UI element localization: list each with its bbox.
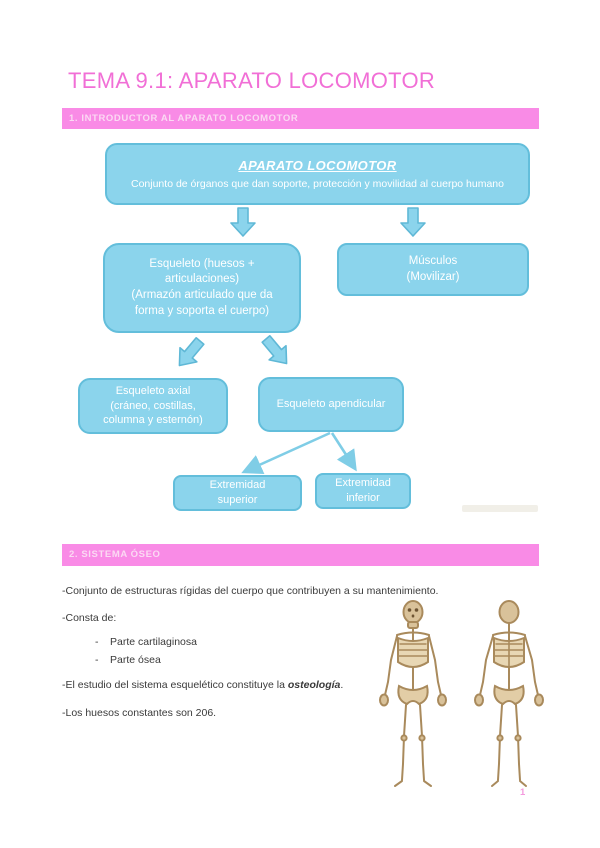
paragraph-mantenimiento: -Conjunto de estructuras rígidas del cue… [62, 585, 439, 597]
node-text: superior [217, 494, 258, 506]
list-item-label: Parte ósea [110, 654, 161, 666]
bullet-dash: - [95, 636, 99, 648]
node-text: Extremidad [209, 479, 266, 492]
arrow-down-icon [230, 207, 256, 237]
paragraph-text: . [340, 679, 344, 691]
flowchart-node-esqueleto: Esqueleto (huesos + articulaciones) (Arm… [103, 243, 301, 333]
node-text: forma y soporta el cuerpo) [134, 304, 270, 317]
flowchart-node-esqueleto-axial: Esqueleto axial (cráneo, costillas, colu… [78, 378, 228, 434]
arrow-down-icon [400, 207, 426, 237]
node-title: APARATO LOCOMOTOR [238, 158, 397, 174]
bullet-dash: - [95, 654, 99, 666]
node-text: columna y esternón) [103, 414, 203, 427]
page-number: 1 [520, 787, 526, 798]
paragraph-huesos-206: -Los huesos constantes son 206. [62, 707, 217, 719]
section-heading-1: 1. INTRODUCTOR AL APARATO LOCOMOTOR [62, 108, 539, 129]
node-text: Esqueleto axial [115, 384, 191, 397]
arrow-line-right [330, 432, 357, 472]
section-heading-2: 2. SISTEMA ÓSEO [62, 544, 539, 566]
node-text: Esqueleto (huesos + [149, 257, 255, 270]
page-title: TEMA 9.1: APARATO LOCOMOTOR [68, 68, 436, 93]
flowchart-node-aparato-locomotor: APARATO LOCOMOTOR Conjunto de órganos qu… [105, 143, 530, 205]
arrow-line-left [241, 431, 331, 475]
paragraph-consta-de: -Consta de: [62, 612, 117, 624]
node-text: (cráneo, costillas, [110, 399, 196, 412]
node-text: (Armazón articulado que da [131, 289, 273, 301]
flowchart-node-extremidad-inferior: Extremidad inferior [315, 473, 411, 509]
node-text: (Movilizar) [406, 270, 460, 283]
flowchart-node-extremidad-superior: Extremidad superior [173, 475, 302, 511]
node-subtitle: Conjunto de órganos que dan soporte, pro… [131, 177, 504, 190]
flowchart-node-esqueleto-apendicular: Esqueleto apendicular [258, 377, 404, 432]
node-text: inferior [346, 492, 380, 504]
skeleton-back-image [474, 600, 544, 787]
paragraph-osteologia: -El estudio del sistema esquelético cons… [62, 679, 343, 691]
node-text: articulaciones) [164, 273, 240, 286]
arrow-down-right-icon [261, 334, 288, 365]
node-text: Esqueleto apendicular [276, 398, 386, 411]
list-item-label: Parte cartilaginosa [110, 636, 197, 648]
faint-watermark [462, 505, 538, 512]
node-text: Músculos [408, 254, 458, 267]
skeleton-images [368, 598, 554, 796]
skeleton-front-image [379, 600, 447, 787]
node-text: Extremidad [335, 477, 391, 490]
locomotor-flowchart: APARATO LOCOMOTOR Conjunto de órganos qu… [0, 135, 600, 525]
flowchart-node-musculos: Músculos (Movilizar) [337, 243, 529, 296]
paragraph-text: -El estudio del sistema esquelético cons… [62, 679, 288, 691]
arrow-down-left-icon [178, 336, 205, 367]
paragraph-emphasis: osteología [287, 679, 341, 691]
